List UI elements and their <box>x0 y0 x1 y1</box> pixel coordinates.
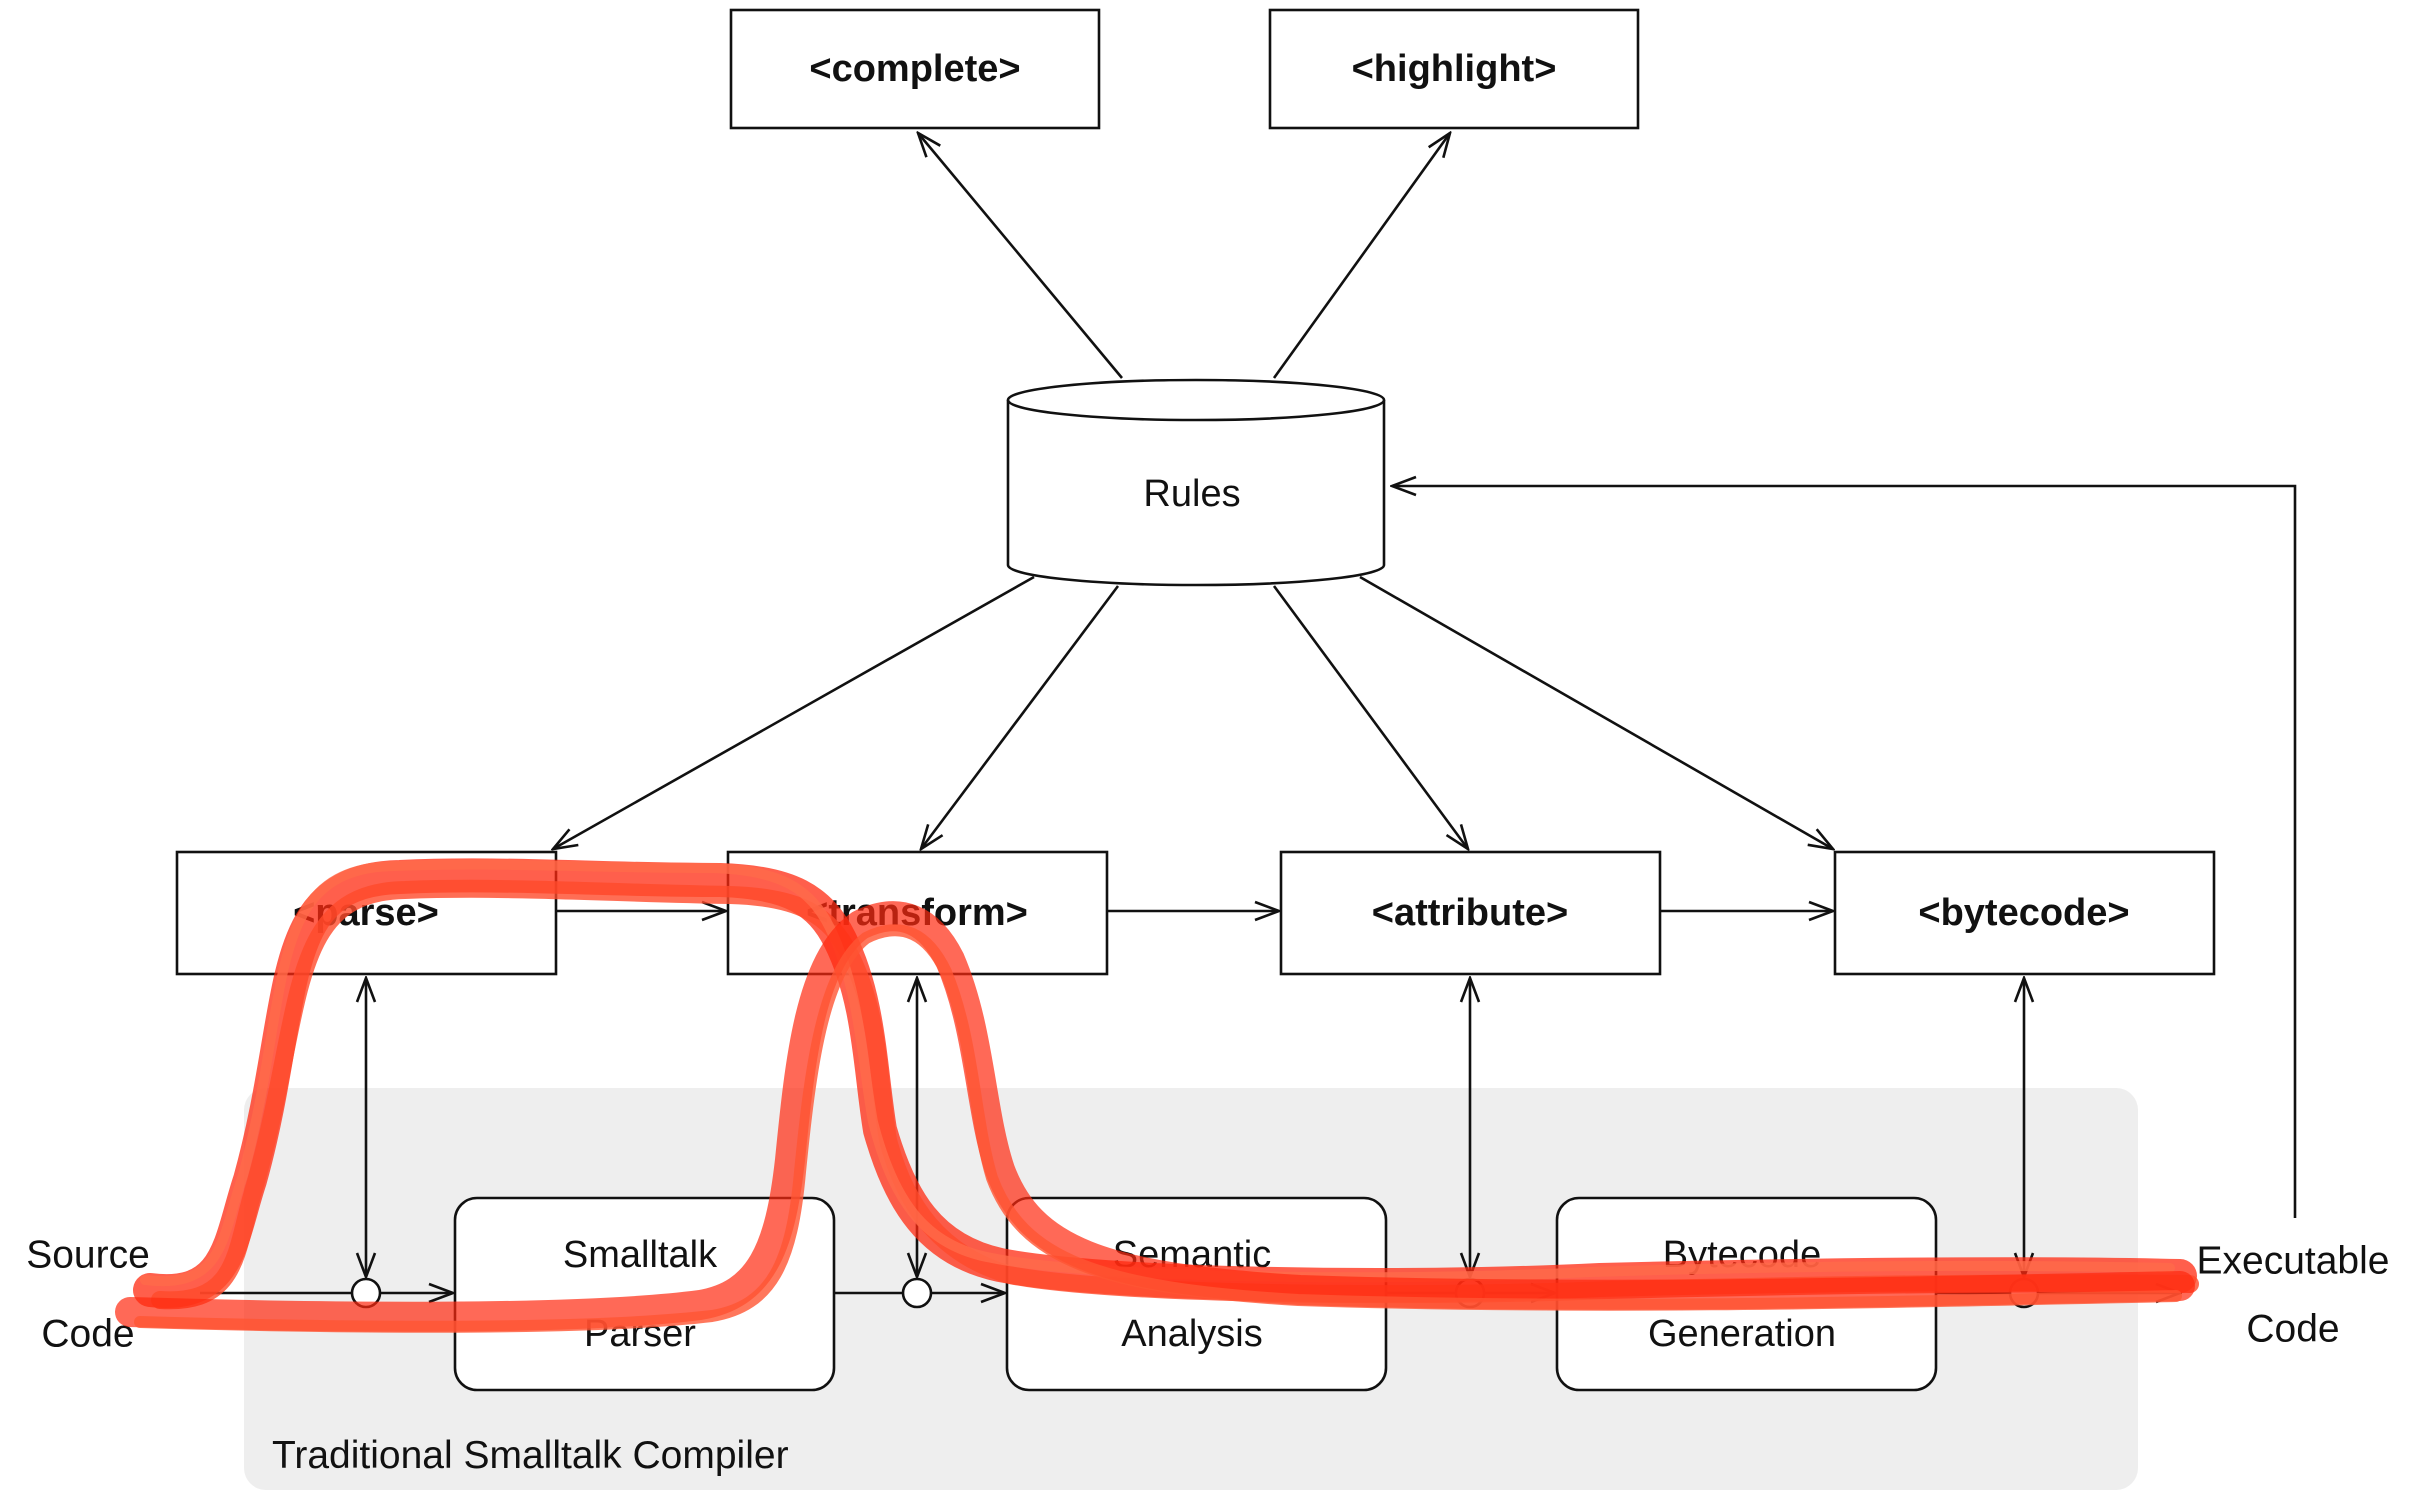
rules-label: Rules <box>1143 473 1240 515</box>
highlight-label: <highlight> <box>1352 48 1557 90</box>
arrow-rules-to-complete <box>918 133 1123 379</box>
source-label-line1: Source <box>26 1233 150 1276</box>
compiler-title: Traditional Smalltalk Compiler <box>272 1434 789 1477</box>
highlight-box: <highlight> <box>1268 8 1640 130</box>
stage-2-line2: Analysis <box>1121 1313 1263 1355</box>
bytecode-box: <bytecode> <box>1833 850 2216 976</box>
attribute-box: <attribute> <box>1279 850 1662 976</box>
arrow-rules-to-transform <box>921 585 1120 849</box>
rules-repository: Rules <box>1006 378 1386 587</box>
bytecode-label: <bytecode> <box>1918 892 2129 934</box>
red-scribble-path <box>115 858 2199 1333</box>
arrow-rules-to-bytecode <box>1359 575 1833 849</box>
feedback-arrow <box>1392 486 2297 1218</box>
arrow-rules-to-attribute <box>1272 585 1468 849</box>
complete-box: <complete> <box>729 8 1101 130</box>
arrow-rules-to-parse <box>553 575 1035 849</box>
stage-1-line1: Smalltalk <box>563 1234 718 1276</box>
junction-transform <box>901 1277 933 1309</box>
stage-3-line2: Generation <box>1648 1313 1836 1355</box>
output-label-line1: Executable <box>2197 1239 2390 1282</box>
attribute-label: <attribute> <box>1372 892 1568 934</box>
arrow-rules-to-highlight <box>1272 133 1450 379</box>
complete-label: <complete> <box>809 48 1020 90</box>
output-label-line2: Code <box>2246 1307 2339 1350</box>
